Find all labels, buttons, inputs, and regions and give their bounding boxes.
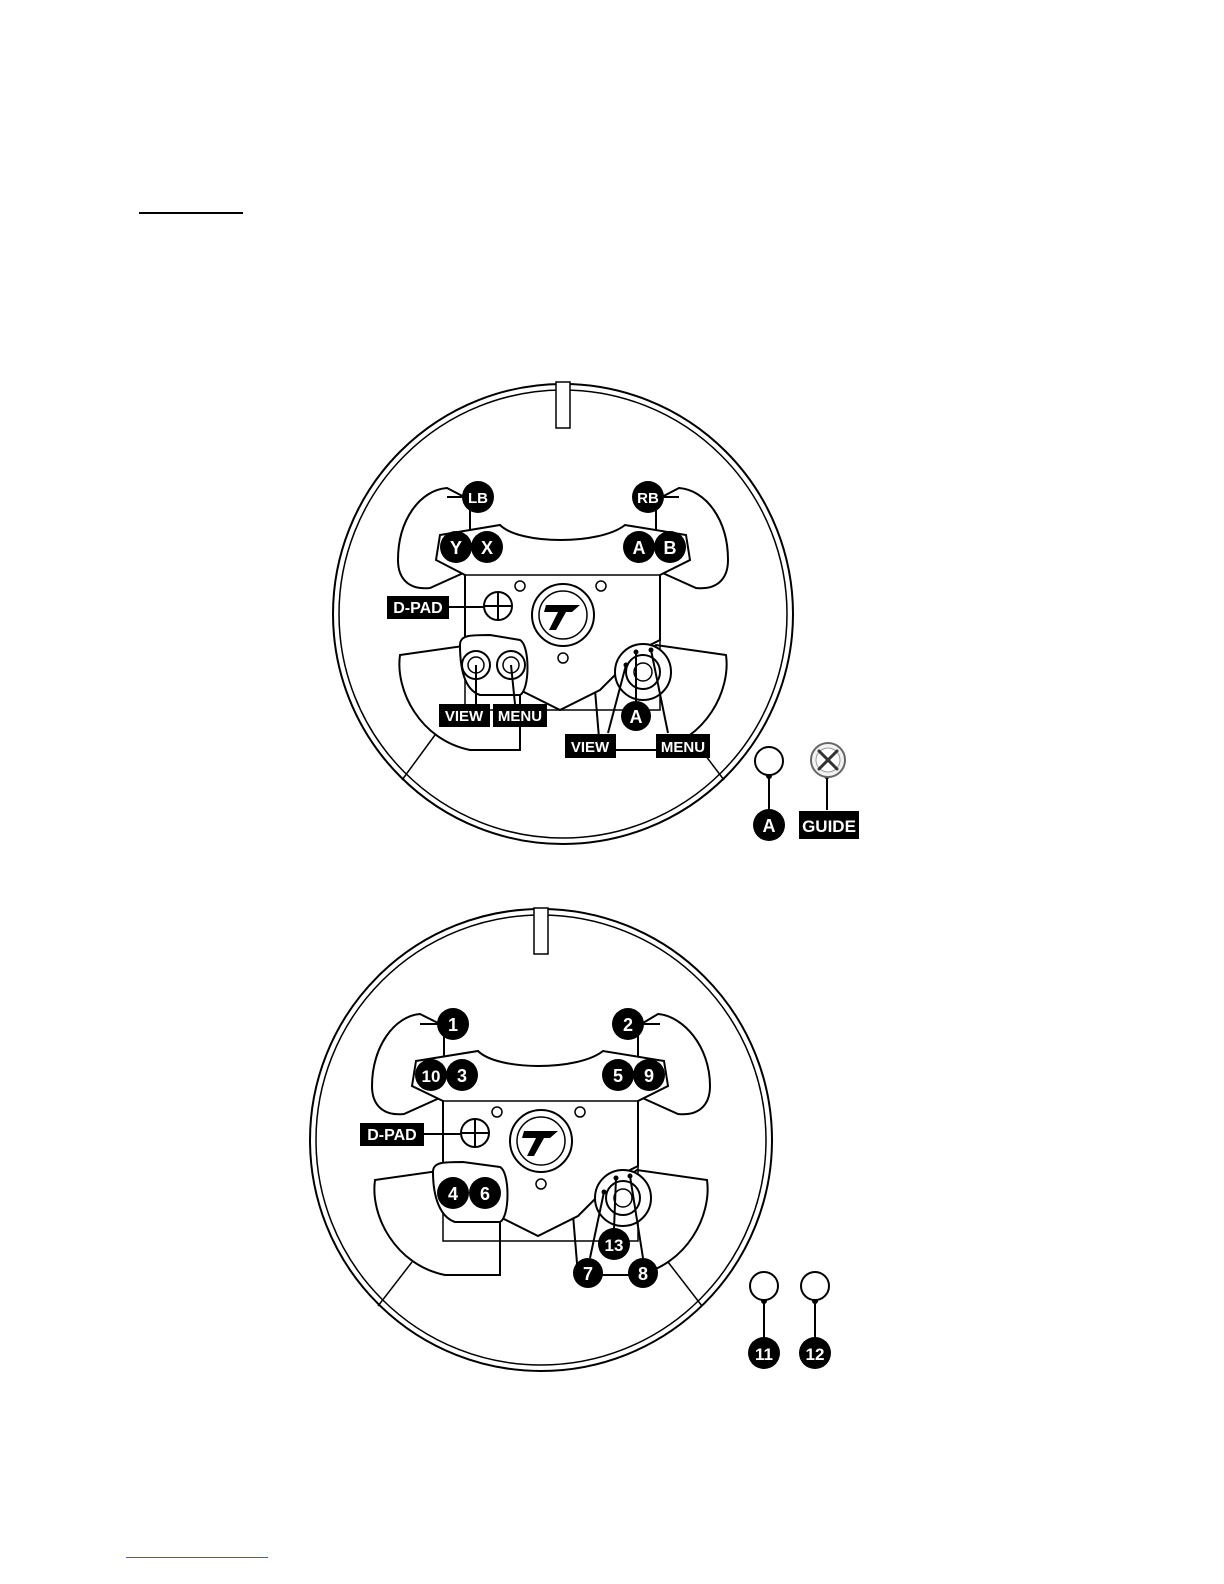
label-a-center: A bbox=[621, 701, 651, 731]
dpad-icon[interactable] bbox=[461, 1119, 489, 1147]
label-13: 13 bbox=[598, 1228, 630, 1260]
svg-text:11: 11 bbox=[755, 1345, 773, 1364]
svg-text:RB: RB bbox=[637, 490, 659, 507]
svg-text:MENU: MENU bbox=[661, 739, 705, 756]
svg-text:D-PAD: D-PAD bbox=[367, 1127, 416, 1144]
svg-text:X: X bbox=[481, 538, 493, 558]
svg-text:LB: LB bbox=[468, 490, 488, 507]
svg-text:10: 10 bbox=[422, 1067, 441, 1086]
wheel-bottom: 1 2 10 3 5 9 4 6 bbox=[310, 908, 831, 1371]
label-9: 9 bbox=[633, 1059, 665, 1091]
base-button-12[interactable] bbox=[801, 1272, 829, 1300]
svg-text:D-PAD: D-PAD bbox=[393, 600, 442, 617]
hub-screw bbox=[492, 1107, 502, 1117]
label-lb: LB bbox=[462, 481, 494, 513]
label-6: 6 bbox=[469, 1177, 501, 1209]
label-rb: RB bbox=[632, 481, 664, 513]
svg-text:13: 13 bbox=[605, 1236, 624, 1255]
svg-text:8: 8 bbox=[638, 1264, 648, 1284]
label-12: 12 bbox=[799, 1337, 831, 1369]
svg-text:3: 3 bbox=[457, 1066, 467, 1086]
top-center-marker bbox=[534, 908, 548, 954]
svg-text:GUIDE: GUIDE bbox=[802, 817, 856, 836]
svg-text:7: 7 bbox=[583, 1264, 593, 1284]
top-center-marker bbox=[556, 382, 570, 428]
svg-text:2: 2 bbox=[623, 1015, 633, 1035]
label-10: 10 bbox=[415, 1059, 447, 1091]
svg-text:MENU: MENU bbox=[498, 708, 542, 725]
label-guide: GUIDE bbox=[799, 811, 859, 839]
svg-text:A: A bbox=[763, 816, 776, 836]
svg-text:A: A bbox=[633, 538, 646, 558]
spoke-left-line bbox=[378, 1262, 412, 1306]
label-view-right: VIEW bbox=[565, 734, 616, 758]
hub-screw bbox=[536, 1179, 546, 1189]
label-4: 4 bbox=[437, 1177, 469, 1209]
hub-screw bbox=[575, 1107, 585, 1117]
dpad-icon[interactable] bbox=[484, 592, 512, 620]
label-a-base: A bbox=[753, 809, 785, 841]
base-button-11[interactable] bbox=[750, 1272, 778, 1300]
label-menu-left: MENU bbox=[493, 704, 547, 727]
label-x: X bbox=[471, 531, 503, 563]
hub-screw bbox=[558, 653, 568, 663]
svg-text:1: 1 bbox=[448, 1015, 458, 1035]
label-11: 11 bbox=[748, 1337, 780, 1369]
label-1: 1 bbox=[437, 1008, 469, 1040]
svg-text:12: 12 bbox=[806, 1345, 825, 1364]
label-3: 3 bbox=[446, 1059, 478, 1091]
svg-text:5: 5 bbox=[613, 1066, 623, 1086]
svg-text:A: A bbox=[630, 707, 643, 727]
spoke-left-line bbox=[402, 735, 435, 780]
svg-text:B: B bbox=[664, 538, 677, 558]
svg-text:4: 4 bbox=[448, 1184, 458, 1204]
hub-screw bbox=[596, 581, 606, 591]
label-dpad: D-PAD bbox=[360, 1123, 424, 1146]
label-menu-right: MENU bbox=[656, 734, 710, 758]
wheel-top: LB RB Y X A B A D-PAD bbox=[333, 382, 859, 844]
label-b: B bbox=[654, 531, 686, 563]
spoke-right-line bbox=[668, 1262, 702, 1306]
label-view-left: VIEW bbox=[439, 704, 490, 727]
svg-text:9: 9 bbox=[644, 1066, 654, 1086]
svg-text:VIEW: VIEW bbox=[445, 708, 484, 725]
label-dpad: D-PAD bbox=[387, 596, 449, 619]
label-y: Y bbox=[440, 531, 472, 563]
base-a-button[interactable] bbox=[755, 747, 783, 775]
label-8: 8 bbox=[628, 1258, 658, 1288]
thrustmaster-logo-icon bbox=[532, 584, 594, 646]
svg-text:Y: Y bbox=[450, 538, 462, 558]
label-5: 5 bbox=[602, 1059, 634, 1091]
thrustmaster-logo-icon bbox=[510, 1110, 572, 1172]
hub-screw bbox=[515, 581, 525, 591]
label-7: 7 bbox=[573, 1258, 603, 1288]
svg-text:VIEW: VIEW bbox=[571, 739, 610, 756]
label-2: 2 bbox=[612, 1008, 644, 1040]
label-a: A bbox=[623, 531, 655, 563]
xbox-logo-icon[interactable] bbox=[811, 743, 845, 777]
svg-text:6: 6 bbox=[480, 1184, 490, 1204]
